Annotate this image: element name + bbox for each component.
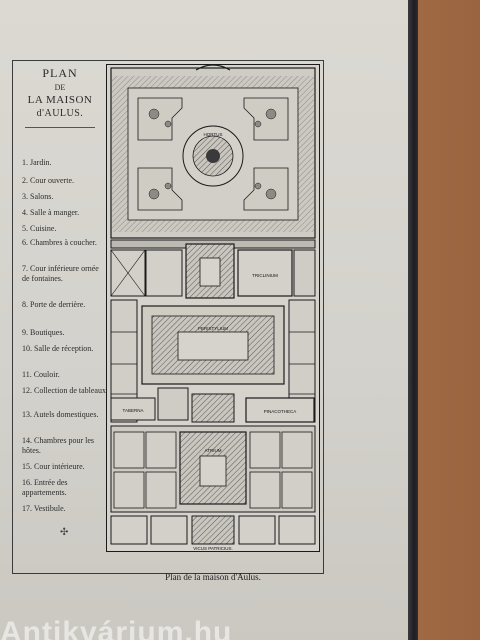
legend-title-line3: LA MAISON bbox=[27, 94, 93, 106]
watermark: Antikvárium.hu bbox=[0, 616, 233, 640]
room-chambre-hote bbox=[281, 431, 313, 469]
room-chambre-hote bbox=[113, 431, 145, 469]
shrub-mark bbox=[148, 108, 160, 120]
list-item: 16. Entrée des appartements. bbox=[22, 478, 68, 497]
room-chambre-hote bbox=[113, 471, 145, 509]
room-chambre bbox=[293, 249, 316, 297]
label-peristylium: PERISTYLIUM bbox=[198, 326, 228, 331]
room-salle bbox=[145, 249, 183, 297]
shrub-mark bbox=[148, 188, 160, 200]
garden-bed-top-right bbox=[243, 97, 289, 141]
list-item: 10. Salle de réception. bbox=[22, 344, 94, 353]
room-pinacotheca bbox=[245, 397, 315, 423]
atrium-impluvium bbox=[199, 455, 227, 487]
list-item: 3. Salons. bbox=[22, 192, 54, 201]
legend-title-line1: PLAN bbox=[42, 66, 78, 80]
garden-bed-bottom-left bbox=[137, 167, 183, 211]
legend-title-line2: DE bbox=[54, 83, 66, 92]
list-item: 6. Chambres à coucher. bbox=[22, 238, 97, 247]
list-item: 7. Cour inférieure ornée de fontaines. bbox=[22, 264, 99, 283]
garden-apse bbox=[195, 64, 231, 71]
garden-bed-bottom-right bbox=[243, 167, 289, 211]
garden-bed-top-left bbox=[137, 97, 183, 141]
shrub-mark bbox=[164, 182, 172, 190]
room-chambre-hote bbox=[281, 471, 313, 509]
shrub-mark bbox=[164, 120, 172, 128]
label-vicus-patricius: VICUS PATRICIUS. bbox=[193, 546, 233, 551]
label-hortus: HORTUS bbox=[204, 132, 223, 137]
legend-title: PLAN DE LA MAISON d'AULUS. bbox=[16, 66, 104, 119]
list-item: 13. Autels domestiques. bbox=[22, 410, 99, 419]
room-cubiculum bbox=[157, 387, 189, 421]
room-triclinium bbox=[237, 249, 293, 297]
room-chambre-hote bbox=[145, 471, 177, 509]
legend-end-ornament: ✣ bbox=[60, 527, 69, 538]
room-taberna bbox=[278, 515, 316, 545]
list-item: 14. Chambres pour les hôtes. bbox=[22, 436, 94, 455]
room-taberna bbox=[110, 515, 148, 545]
list-item: 5. Cuisine. bbox=[22, 224, 57, 233]
list-item: 8. Porte de derrière. bbox=[22, 300, 86, 309]
floor-plan-drawing: HORTUS TRICLINIUM PERISTYLIUM TABERNA PI… bbox=[106, 64, 320, 552]
shrub-mark bbox=[265, 188, 277, 200]
shrub-mark bbox=[254, 182, 262, 190]
room-chambre-hote bbox=[249, 471, 281, 509]
shrub-mark bbox=[265, 108, 277, 120]
list-item: 4. Salle à manger. bbox=[22, 208, 80, 217]
list-item: 17. Vestibule. bbox=[22, 504, 66, 513]
room-taberna bbox=[238, 515, 276, 545]
label-triclinium: TRICLINIUM bbox=[252, 273, 278, 278]
list-item: 9. Boutiques. bbox=[22, 328, 65, 337]
room-corridor bbox=[191, 393, 235, 423]
label-pinacotheca: PINACOTHECA bbox=[264, 409, 297, 414]
list-item: 12. Collection de tableaux. bbox=[22, 386, 108, 395]
book-spine bbox=[408, 0, 418, 640]
fountain-basin bbox=[206, 149, 220, 163]
room-taberna bbox=[150, 515, 188, 545]
vestibule bbox=[191, 515, 235, 545]
room-taberna-west bbox=[110, 397, 156, 421]
room-chambre-hote bbox=[249, 431, 281, 469]
figure-frame bbox=[12, 60, 324, 574]
room-chambre-hote bbox=[145, 431, 177, 469]
reception-inner bbox=[199, 257, 221, 287]
label-atrium: ATRIUM bbox=[205, 448, 222, 453]
legend-panel: PLAN DE LA MAISON d'AULUS. bbox=[16, 64, 104, 128]
label-taberna: TABERNA bbox=[123, 408, 144, 413]
list-item: 2. Cour ouverte. bbox=[22, 176, 74, 185]
legend-title-line4: d'AULUS. bbox=[36, 108, 84, 119]
room-diagonal bbox=[110, 249, 146, 297]
list-item: 1. Jardin. bbox=[22, 158, 52, 167]
legend-divider bbox=[25, 127, 95, 128]
list-item: 11. Couloir. bbox=[22, 370, 60, 379]
list-item: 15. Cour intérieure. bbox=[22, 462, 85, 471]
figure-caption: Plan de la maison d'Aulus. bbox=[165, 572, 261, 582]
peristylium-pool bbox=[177, 331, 249, 361]
shrub-mark bbox=[254, 120, 262, 128]
